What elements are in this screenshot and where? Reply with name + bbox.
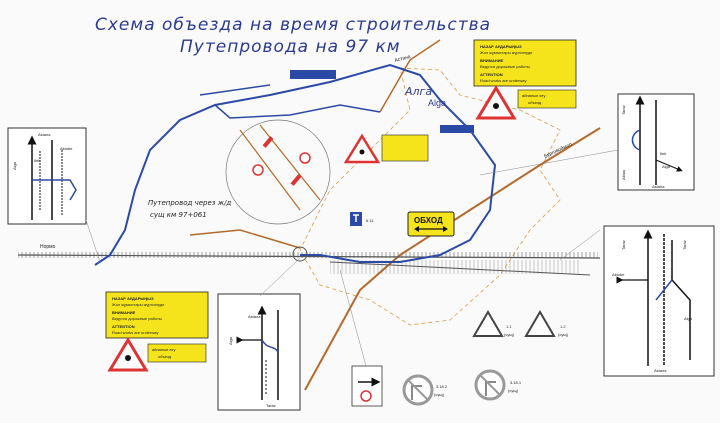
railway-line	[17, 254, 601, 259]
direction-sign-top	[290, 70, 336, 79]
svg-text:(сущ): (сущ)	[434, 392, 445, 397]
warning-board-bottom: НАЗАР АУДАРЫҢЫЗ Жол жұмыстары жүргізілуд…	[105, 291, 209, 339]
title-line-2: Путепровода на 97 км	[180, 37, 401, 57]
detail-circle	[225, 119, 331, 225]
roadworks-sign-bottom	[107, 337, 149, 372]
svg-text:1.1: 1.1	[506, 324, 512, 329]
svg-text:Road works are underway: Road works are underway	[480, 78, 526, 83]
svg-text:ATTENTION: ATTENTION	[480, 72, 503, 77]
svg-text:айналып өту: айналып өту	[522, 93, 545, 98]
svg-text:Жол жұмыстары жүргізілуде: Жол жұмыстары жүргізілуде	[112, 302, 165, 307]
svg-text:Taraz: Taraz	[621, 240, 626, 250]
svg-text:НАЗАР АУДАРЫҢЫЗ: НАЗАР АУДАРЫҢЫЗ	[480, 44, 522, 49]
svg-text:Ведутся дорожные работы: Ведутся дорожные работы	[112, 316, 162, 321]
svg-text:3.18.1: 3.18.1	[510, 380, 522, 385]
svg-text:(сущ): (сущ)	[508, 388, 519, 393]
svg-text:объезд: объезд	[158, 354, 172, 359]
svg-text:Alga: Alga	[684, 316, 693, 321]
svg-text:3.18.2: 3.18.2	[436, 384, 448, 389]
city-label-kz: Alga	[428, 98, 446, 108]
sign-6-11-code: 6.11	[366, 218, 374, 223]
inset-bottom: Astana Alga Taraz	[217, 293, 301, 411]
svg-text:Road works are underway: Road works are underway	[112, 330, 158, 335]
city-label-ru: Алга	[404, 85, 432, 98]
svg-text:Astana: Astana	[38, 132, 51, 137]
svg-text:объезд: объезд	[528, 100, 542, 105]
svg-text:Taraz: Taraz	[682, 240, 687, 250]
overpass-marker	[292, 246, 308, 262]
detour-panel-bottom: айналып өту объезд	[147, 343, 207, 363]
svg-text:Taraz: Taraz	[266, 403, 276, 408]
inset-right-top: Taraz Aktau Ilek Alga Astana	[617, 93, 695, 191]
detour-panel-top: айналып өту объезд	[517, 89, 577, 109]
svg-text:Astana: Astana	[654, 368, 667, 373]
svg-text:Astana: Astana	[248, 314, 261, 319]
detour-route	[94, 63, 497, 266]
overpass-label-1: Путепровод через ж/д	[148, 199, 231, 207]
svg-text:Aktobe: Aktobe	[612, 272, 625, 277]
svg-text:Ведутся дорожные работы: Ведутся дорожные работы	[480, 64, 530, 69]
direction-sign-right	[440, 125, 474, 133]
road-north	[379, 39, 441, 113]
main-road	[304, 127, 601, 391]
circle-barriers	[252, 136, 311, 186]
svg-text:Alga: Alga	[12, 161, 17, 170]
title-line-1: Схема объезда на время строительства	[95, 15, 491, 35]
svg-text:Alga: Alga	[228, 336, 233, 345]
roadworks-sign-top	[475, 85, 517, 120]
overpass-label-2: сущ км 97+061	[150, 211, 207, 219]
svg-text:1.2: 1.2	[560, 324, 566, 329]
svg-text:ВНИМАНИЕ: ВНИМАНИЕ	[480, 58, 504, 63]
sign-3-18-2: 3.18.2 (сущ)	[402, 374, 448, 406]
svg-text:айналып өту: айналып өту	[152, 347, 175, 352]
road-label-astana: Астана	[394, 54, 412, 64]
road-label-burgovoy: Бурговоймол	[543, 141, 573, 160]
detour-inner	[214, 104, 381, 119]
svg-text:ATTENTION: ATTENTION	[112, 324, 135, 329]
svg-text:Alga: Alga	[662, 164, 671, 169]
sign-panel-bottom	[351, 365, 383, 407]
svg-text:Aktau: Aktau	[621, 170, 626, 180]
sign-1-1: 1.1 (сущ)	[472, 310, 515, 337]
inset-right-bottom: Taraz Taraz Aktobe Alga Astana	[603, 225, 715, 377]
leader-lines	[85, 149, 619, 367]
detour-sign	[407, 211, 455, 237]
svg-text:Taraz: Taraz	[621, 105, 626, 115]
svg-text:Ilek: Ilek	[660, 151, 666, 156]
roadworks-sign-mid	[343, 133, 429, 164]
sign-1-2: 1.2 (сущ)	[524, 310, 569, 337]
svg-text:Жол жұмыстары жүргізілуде: Жол жұмыстары жүргізілуде	[480, 50, 533, 55]
railway-branch-ties	[330, 260, 580, 274]
svg-text:Ilek: Ilek	[34, 158, 40, 163]
sign-3-18-1: 3.18.1 (сущ)	[474, 369, 522, 401]
construction-zone	[299, 67, 561, 326]
svg-text:НАЗАР АУДАРЫҢЫЗ: НАЗАР АУДАРЫҢЫЗ	[112, 296, 154, 301]
svg-text:ВНИМАНИЕ: ВНИМАНИЕ	[112, 310, 136, 315]
svg-text:(сущ): (сущ)	[558, 332, 569, 337]
road-label-norma: Нормо	[40, 244, 56, 250]
svg-text:(сущ): (сущ)	[504, 332, 515, 337]
svg-text:Aktobe: Aktobe	[60, 146, 73, 151]
svg-text:Astana: Astana	[652, 184, 665, 189]
road-to-overpass	[189, 229, 301, 249]
detour-sign-text: ОБХОД	[414, 216, 443, 225]
inset-top-left: Astana Alga Aktobe Ilek	[7, 127, 87, 225]
warning-board-top: НАЗАР АУДАРЫҢЫЗ Жол жұмыстары жүргізілуд…	[473, 39, 577, 87]
